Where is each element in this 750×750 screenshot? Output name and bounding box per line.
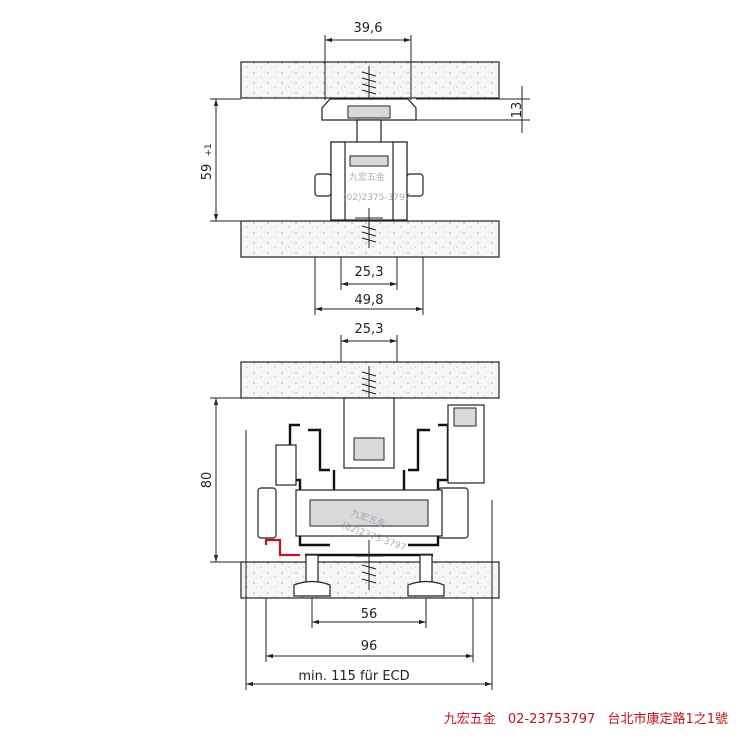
top-knob-left: [314, 173, 332, 197]
foot-left: [293, 554, 331, 597]
dim-top-width: 39,6: [354, 21, 383, 36]
top-stem: [356, 119, 382, 145]
left-knob: [257, 487, 277, 539]
dim-bottom-height-80: 80: [200, 472, 215, 489]
red-profile: [264, 538, 300, 557]
runner-right: [408, 423, 450, 547]
screw-lower: [355, 208, 383, 248]
right-unit-cap: [453, 407, 477, 427]
bottom-panel-lower: [240, 561, 500, 599]
foot-right: [407, 554, 445, 597]
footer-phone: 02-23753797: [507, 712, 596, 727]
dim-bottom-top: 25,3: [355, 322, 384, 337]
top-body-right: [392, 141, 408, 221]
left-block: [275, 444, 297, 486]
dim-bottom-96: 96: [361, 639, 378, 654]
dim-top-outer: 49,8: [355, 293, 384, 308]
dim-bottom-56: 56: [361, 607, 378, 622]
screw-bottom-upper: [361, 366, 377, 400]
runner-right-inner: [408, 428, 430, 472]
top-view: 九宏五金 (02)2375-3797 39,6 13 59 +1 25,3 49…: [200, 21, 530, 315]
footer-address: 台北市康定路1之1號: [607, 712, 728, 727]
screw-upper: [361, 66, 377, 100]
top-body-left: [330, 141, 346, 221]
dim-top-height-tol: +1: [204, 143, 214, 156]
watermark-name-top: 九宏五金: [349, 171, 385, 183]
bottom-view: 25,3: [200, 322, 500, 690]
top-inner-box: [349, 155, 389, 167]
center-bracket-inner: [353, 437, 385, 461]
dim-bottom-min: min. 115 für ECD: [298, 669, 409, 684]
watermark-phone-top: (02)2375-3797: [343, 193, 411, 203]
dim-top-inner: 25,3: [355, 265, 384, 280]
top-knob-right: [406, 173, 424, 197]
top-clip-inner: [347, 105, 391, 119]
footer-company: 九宏五金: [443, 712, 496, 727]
top-panel-lower: [240, 220, 500, 258]
dim-top-height-13: 13: [510, 102, 525, 119]
dim-top-height-59: 59: [200, 164, 215, 181]
footer-info: 九宏五金 02-23753797 台北市康定路1之1號: [436, 708, 728, 727]
screw-bottom-lower: [355, 540, 383, 590]
middle-body-inner: [309, 499, 429, 527]
runner-left-inner: [308, 428, 330, 472]
